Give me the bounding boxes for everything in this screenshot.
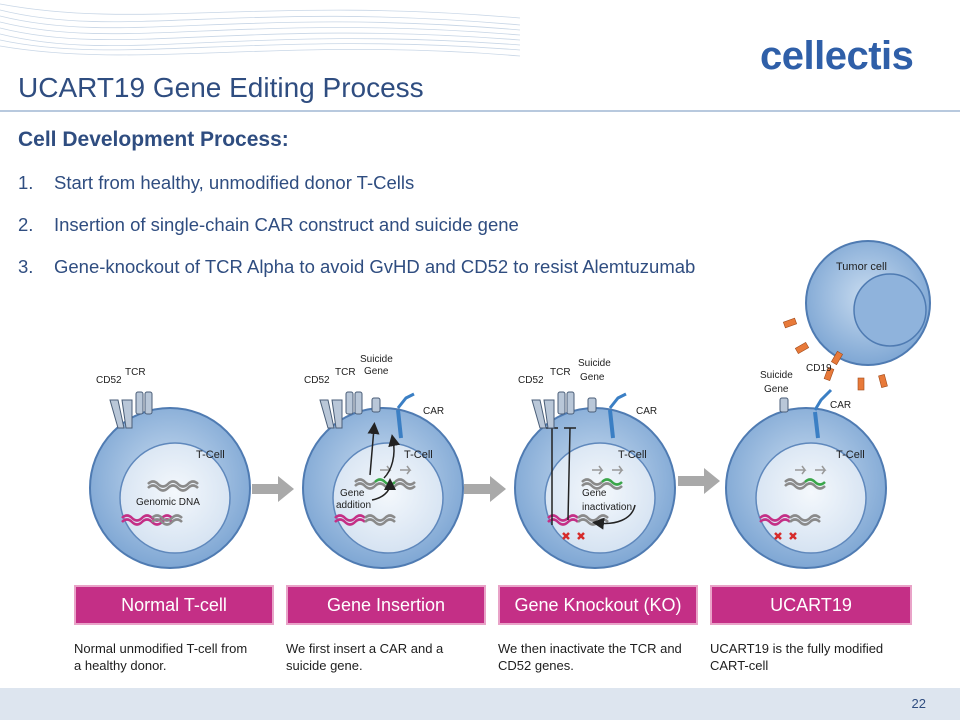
caption-line: We first insert a CAR and a	[286, 641, 444, 656]
cell-ucart19: T-Cell Suicide Gene CAR	[725, 370, 887, 569]
tcr-label: TCR	[550, 367, 571, 378]
tcr-label: TCR	[335, 367, 356, 378]
cell-gene-insertion: Gene addition T-Cell CD52 TCR Suicide	[302, 354, 464, 569]
cell-gene-knockout: Gene inactivation T-Cell CD52 TCR Suicid…	[514, 358, 676, 569]
caption-line: We then inactivate the TCR and	[498, 641, 682, 656]
stage-label-knockout: Gene Knockout (KO)	[498, 585, 698, 625]
step-number: 2.	[18, 214, 34, 235]
genomic-dna-label: Genomic DNA	[136, 497, 200, 508]
process-arrow	[464, 476, 506, 502]
cd52-label: CD52	[304, 375, 330, 386]
tcell-label: T-Cell	[618, 449, 647, 461]
tcell-label: T-Cell	[196, 449, 225, 461]
caption-line: UCART19 is the fully modified	[710, 641, 884, 656]
step-number: 1.	[18, 172, 34, 193]
steps-list: 1. Start from healthy, unmodified donor T…	[18, 172, 695, 298]
title-divider	[0, 110, 960, 112]
cell-normal: Genomic DNA T-Cell CD52 TCR	[89, 367, 251, 569]
stage-label-insertion: Gene Insertion	[286, 585, 486, 625]
car-label: CAR	[423, 406, 444, 417]
tcell-label: T-Cell	[836, 449, 865, 461]
caption-line: Normal unmodified T-cell from	[74, 641, 248, 656]
suicide-gene-label-1: Suicide	[578, 358, 611, 369]
decorative-wave-lines	[0, 3, 520, 57]
car-receptor-icon	[608, 392, 627, 439]
cellectis-logo: cellectis	[760, 34, 914, 78]
suicide-gene-label-1: Suicide	[760, 370, 793, 381]
step-text: Gene-knockout of TCR Alpha to avoid GvHD…	[54, 256, 696, 277]
list-item: 1. Start from healthy, unmodified donor T…	[18, 172, 695, 214]
tcell-label: T-Cell	[404, 449, 433, 461]
page-title: UCART19 Gene Editing Process	[18, 72, 424, 103]
suicide-gene-label-2: Gene	[364, 366, 389, 377]
tcr-label: TCR	[125, 367, 146, 378]
car-label: CAR	[830, 400, 851, 411]
caption-line: suicide gene.	[286, 658, 363, 673]
car-label: CAR	[636, 406, 657, 417]
step-number: 3.	[18, 256, 34, 277]
car-receptor-icon	[813, 388, 833, 439]
stage-caption-knockout: We then inactivate the TCR and CD52 gene…	[498, 640, 698, 674]
caption-line: CART-cell	[710, 658, 769, 673]
gene-addition-label-1: Gene	[340, 488, 365, 499]
tumor-cell: Tumor cell CD19	[782, 240, 931, 391]
section-subtitle: Cell Development Process:	[18, 128, 289, 151]
knockout-x-icon	[562, 532, 585, 540]
process-arrow	[678, 468, 720, 494]
stage-caption-normal: Normal unmodified T-cell from a healthy …	[74, 640, 274, 674]
footer-bar	[0, 688, 960, 720]
car-receptor-icon	[396, 392, 415, 439]
suicide-gene-label-2: Gene	[764, 384, 789, 395]
suicide-gene-label-1: Suicide	[360, 354, 393, 365]
cd52-label: CD52	[96, 375, 122, 386]
knockout-x-icon	[774, 532, 797, 540]
cd19-label: CD19	[806, 363, 832, 374]
cd52-label: CD52	[518, 375, 544, 386]
stage-label-ucart19: UCART19	[710, 585, 912, 625]
list-item: 3. Gene-knockout of TCR Alpha to avoid Gv…	[18, 256, 695, 298]
stage-caption-ucart19: UCART19 is the fully modified CART-cell	[710, 640, 910, 674]
stage-label-normal: Normal T-cell	[74, 585, 274, 625]
tumor-cell-label: Tumor cell	[836, 261, 887, 273]
gene-addition-label-2: addition	[336, 500, 371, 511]
step-text: Start from healthy, unmodified donor T-C…	[54, 172, 415, 193]
gene-inactivation-label-2: inactivation	[582, 502, 632, 513]
gene-inactivation-label-1: Gene	[582, 488, 607, 499]
stage-caption-insertion: We first insert a CAR and a suicide gene…	[286, 640, 486, 674]
caption-line: a healthy donor.	[74, 658, 167, 673]
list-item: 2. Insertion of single-chain CAR construc…	[18, 214, 695, 256]
process-arrow	[252, 476, 294, 502]
page-number: 22	[911, 696, 926, 711]
step-text: Insertion of single-chain CAR construct …	[54, 214, 519, 235]
caption-line: CD52 genes.	[498, 658, 574, 673]
suicide-gene-label-2: Gene	[580, 372, 605, 383]
